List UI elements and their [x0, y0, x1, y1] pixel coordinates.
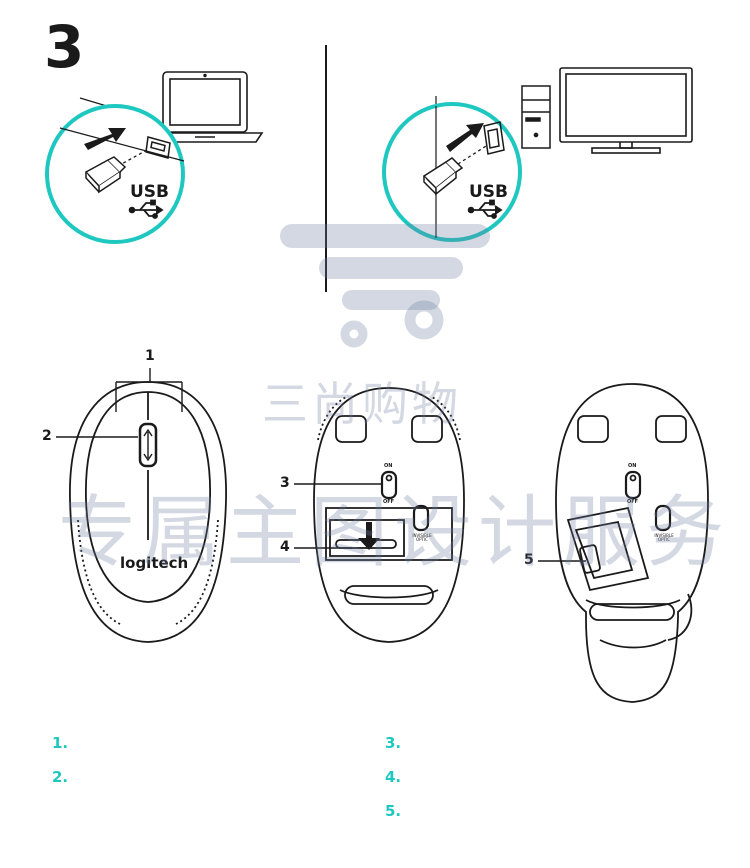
usb-label-right: USB [469, 182, 509, 202]
switch-on-label: ON [384, 463, 393, 469]
monitor-icon [559, 67, 693, 154]
legend-number: 4. [385, 768, 402, 786]
callout-lines-bottom [294, 483, 382, 549]
callout-1: 1 [145, 348, 155, 364]
callout-2: 2 [42, 428, 52, 444]
callout-3: 3 [280, 475, 290, 491]
mouse-open-view [555, 383, 709, 703]
mouse-bottom-view [313, 387, 465, 643]
switch-on-label-2: ON [628, 463, 637, 469]
legend-number: 2. [52, 768, 69, 786]
legend-item-4: 4. [385, 768, 401, 786]
legend-item-3: 3. [385, 734, 401, 752]
callout-lines-top [56, 368, 183, 438]
insert-arrow-icon [446, 123, 484, 152]
insert-arrow-icon [84, 128, 126, 150]
left-zoom-circle [45, 104, 185, 244]
usb-receiver-icon [422, 157, 464, 196]
usb-port-icon [483, 121, 505, 155]
watermark-line-2: 专属主图设计服务 [58, 488, 731, 578]
usb-label-left: USB [130, 182, 170, 202]
tower-pc-icon [521, 85, 551, 149]
step-number: 3 [44, 13, 85, 81]
watermark-cart-icon [280, 224, 490, 348]
laptop-icon [148, 71, 264, 143]
callout-5: 5 [524, 552, 534, 568]
usb-symbol-icon [128, 199, 164, 219]
watermark-line-1: 三尚购物 [262, 377, 462, 431]
callout-4: 4 [280, 539, 290, 555]
legend-number: 3. [385, 734, 402, 752]
switch-off-label-2: OFF [627, 499, 639, 505]
legend-item-5: 5. [385, 802, 401, 820]
legend-item-1: 1. [52, 734, 68, 752]
legend-number: 1. [52, 734, 69, 752]
switch-off-label: OFF [383, 499, 395, 505]
legend-item-2: 2. [52, 768, 68, 786]
brand-logo: logitech [120, 554, 189, 572]
legend-number: 5. [385, 802, 402, 820]
usb-port-icon [145, 136, 171, 159]
sensor-label: INVISIBLE OPTIC [412, 533, 432, 543]
battery-door-arrow-icon [358, 522, 380, 550]
mouse-top-view [69, 381, 227, 643]
right-zoom-circle [382, 102, 522, 242]
usb-symbol-icon [467, 199, 503, 219]
usb-receiver-icon [84, 156, 127, 194]
sensor-label-2: INVISIBLE OPTIC [654, 533, 674, 543]
